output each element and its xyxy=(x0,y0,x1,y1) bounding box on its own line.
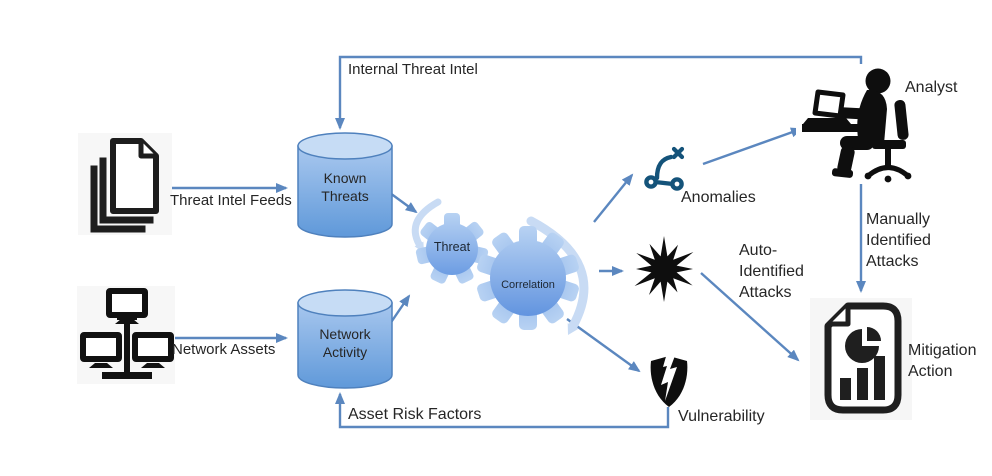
edge-anomalies-to-analyst xyxy=(702,127,803,166)
node-label-threat-intel-feeds: Threat Intel Feeds xyxy=(170,192,292,209)
anomaly-curve-icon xyxy=(644,146,685,191)
node-label-vulnerability: Vulnerability xyxy=(678,408,765,425)
network-computers-icon xyxy=(77,286,175,384)
swoosh-arc-large xyxy=(526,216,589,331)
gear-label-correlation: Correlation xyxy=(501,279,555,291)
edges xyxy=(163,55,866,429)
attack-burst-icon xyxy=(634,236,694,302)
node-label-known-threats: Known Threats xyxy=(321,170,369,204)
edge-label-manually-identified-attacks: Manually Identified Attacks xyxy=(866,211,931,270)
edge-correlation-to-vulnerability xyxy=(566,318,641,373)
correlation-gear xyxy=(477,226,579,330)
swoosh-arc-large-tip xyxy=(567,323,579,335)
edge-attacks-to-mitigation xyxy=(700,272,800,362)
node-label-mitigation-action: Mitigation Action xyxy=(908,342,977,380)
node-label-network-activity: Network Activity xyxy=(319,326,371,360)
edge-correlation-to-anomalies xyxy=(593,173,634,223)
known-threats-cylinder xyxy=(297,132,393,238)
stacked-documents-icon xyxy=(78,133,172,235)
node-label-analyst: Analyst xyxy=(905,79,958,96)
broken-shield-icon xyxy=(650,353,688,407)
analyst-at-desk-icon xyxy=(796,64,938,184)
node-label-auto-identified-attacks: Auto- Identified Attacks xyxy=(739,242,804,301)
edge-asset-risk-factors xyxy=(335,392,670,429)
edge-label-asset-risk-factors: Asset Risk Factors xyxy=(348,406,482,423)
report-chart-icon xyxy=(810,298,912,420)
swoosh-arc-small xyxy=(411,198,442,248)
gear-label-threat: Threat xyxy=(433,240,471,254)
node-label-network-assets: Network Assets xyxy=(172,341,276,358)
edge-label-internal-threat-intel: Internal Threat Intel xyxy=(348,61,478,78)
node-label-anomalies: Anomalies xyxy=(681,189,756,206)
edge-known-threats-to-correlation xyxy=(389,192,418,214)
network-activity-cylinder xyxy=(297,289,393,389)
threat-gear xyxy=(415,213,489,284)
